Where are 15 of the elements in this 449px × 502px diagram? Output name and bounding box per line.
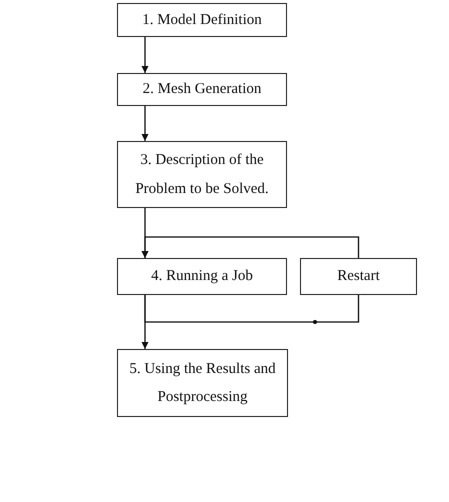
process-box — [300, 258, 417, 295]
arrow — [142, 37, 148, 73]
process-box — [117, 3, 287, 37]
step-label: 4. Running a Job — [151, 267, 253, 286]
process-box — [117, 73, 287, 106]
arrow — [142, 236, 360, 258]
process-box — [117, 258, 287, 295]
step-label: Restart — [337, 267, 380, 286]
process-box — [117, 349, 288, 417]
step-label: 2. Mesh Generation — [142, 80, 262, 100]
arrow — [142, 106, 148, 141]
step-label: 3. Description of the Problem to be Solved. — [134, 151, 270, 198]
step-label: 5. Using the Results and Postprocessing — [128, 360, 277, 407]
process-box — [117, 141, 287, 208]
step-label: 1. Model Definition — [142, 10, 262, 30]
